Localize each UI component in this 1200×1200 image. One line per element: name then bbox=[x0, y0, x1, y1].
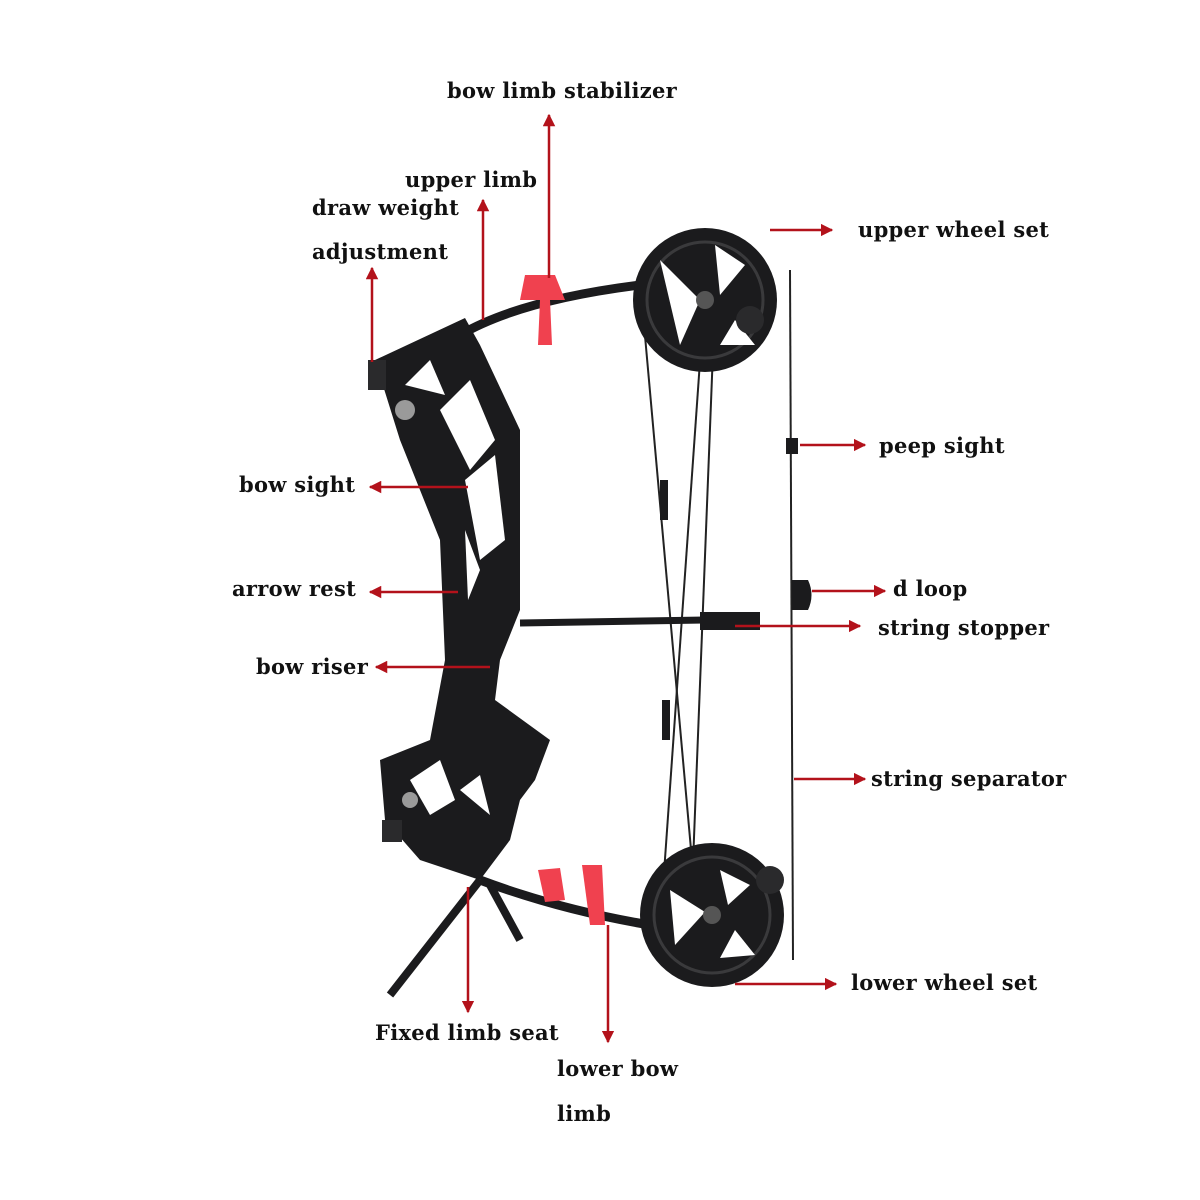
arrow-rod bbox=[519, 612, 760, 630]
callout-arrows bbox=[365, 113, 887, 1044]
lower-wheel bbox=[640, 843, 784, 987]
label-upper-limb: upper limb bbox=[405, 167, 538, 192]
label-bow-sight: bow sight bbox=[239, 472, 356, 497]
label-limb: limb bbox=[557, 1101, 612, 1126]
upper-wheel bbox=[633, 228, 777, 372]
upper-limb bbox=[457, 280, 641, 339]
label-string-stopper: string stopper bbox=[878, 615, 1050, 640]
label-lower-wheel-set: lower wheel set bbox=[851, 970, 1038, 995]
label-draw-weight: draw weight bbox=[312, 195, 460, 220]
kickstand bbox=[386, 877, 524, 998]
lower-limb bbox=[478, 875, 651, 930]
limb-stabilizers bbox=[520, 275, 605, 925]
peep-sight-marker bbox=[786, 438, 798, 454]
label-adjustment: adjustment bbox=[312, 239, 449, 264]
label-arrow-rest: arrow rest bbox=[232, 576, 357, 601]
label-bow-limb-stabilizer: bow limb stabilizer bbox=[447, 78, 678, 103]
label-lower-bow: lower bow bbox=[557, 1056, 679, 1081]
d-loop-marker bbox=[792, 580, 812, 610]
cable-slide bbox=[660, 480, 668, 520]
label-peep-sight: peep sight bbox=[879, 433, 1005, 458]
cable-slide bbox=[662, 700, 670, 740]
bow-strings bbox=[639, 269, 794, 961]
bow-riser-shape bbox=[368, 318, 550, 880]
label-string-separator: string separator bbox=[871, 766, 1067, 791]
label-upper-wheel-set: upper wheel set bbox=[858, 217, 1050, 242]
label-bow-riser: bow riser bbox=[256, 654, 369, 679]
label-fixed-limb-seat: Fixed limb seat bbox=[375, 1020, 559, 1045]
label-d-loop: d loop bbox=[893, 576, 968, 601]
